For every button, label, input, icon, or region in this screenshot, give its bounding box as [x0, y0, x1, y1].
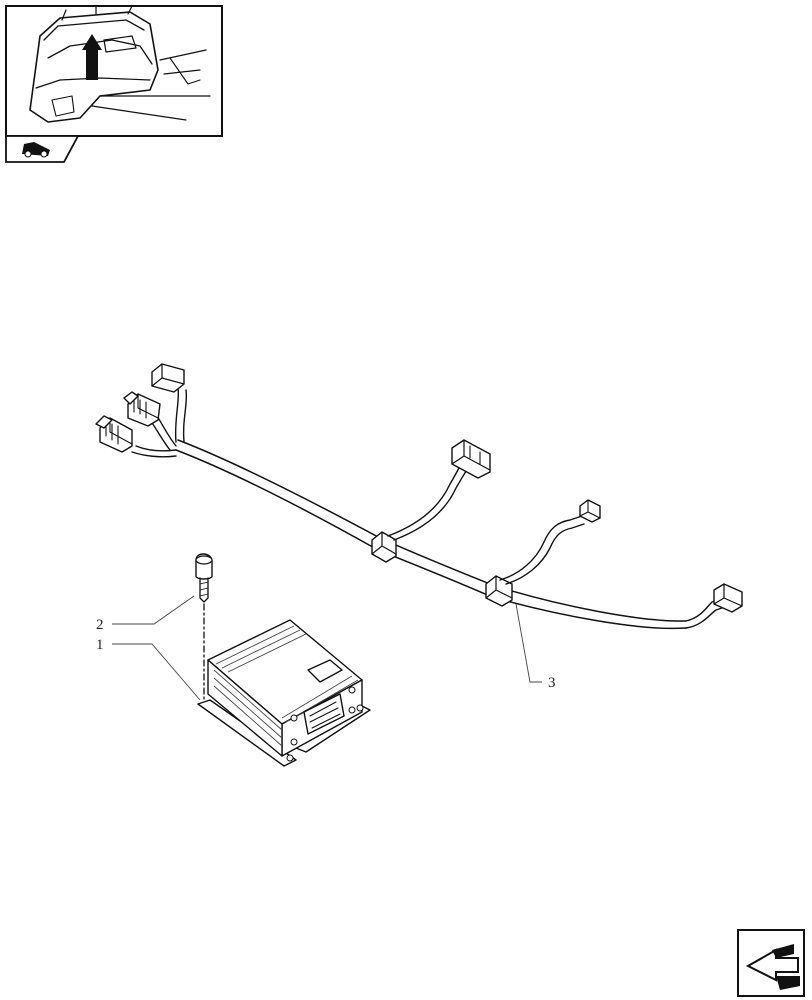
callout-2: 2	[96, 617, 104, 633]
connector-top	[151, 363, 185, 393]
harness-clip-1	[371, 531, 397, 563]
callout-3: 3	[548, 675, 556, 691]
tractor-section-icon[interactable]	[5, 135, 80, 163]
location-thumbnail	[5, 5, 223, 137]
cab-interior-sketch	[29, 5, 211, 123]
connector-mid	[451, 439, 491, 479]
harness-clip-2	[485, 575, 513, 607]
connector-end	[713, 583, 743, 613]
connector-plug-upper	[123, 391, 161, 427]
callout-1: 1	[96, 637, 104, 653]
control-module	[197, 619, 371, 767]
screw	[195, 553, 213, 603]
wiring-harness	[95, 363, 743, 630]
leader-lines	[112, 595, 542, 701]
next-page-arrow-icon[interactable]	[737, 929, 805, 997]
connector-plug-lower	[95, 415, 133, 453]
connector-small	[579, 499, 601, 523]
